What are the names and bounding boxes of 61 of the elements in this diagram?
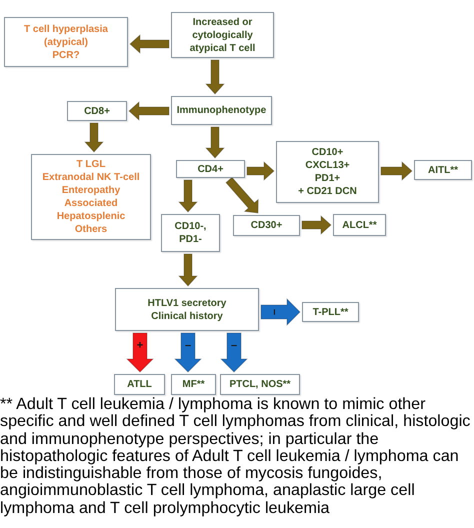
flow-box	[31, 154, 151, 240]
block-arrow	[260, 298, 301, 326]
flow-box	[4, 17, 128, 67]
flow-box	[115, 288, 259, 331]
block-arrow	[129, 34, 170, 54]
block-arrow	[380, 161, 413, 181]
box-text: T LGL	[76, 158, 106, 171]
box-text: CXCL13+	[305, 159, 350, 172]
footnote-text: ** Adult T cell leukemia / lymphoma is known to mimic other specific and well defined T cell lymphomas from clinical, histologic and immunophenotype perspectives; in particular the histopathologic features of Adult T cell leukemia / lymphoma can be indistinguishable from those of mycosis fungoides, angioimmunoblastic T cell lymphoma, anaplastic large cell lymphoma and T cell prolymphocytic leukemia	[0, 396, 472, 518]
flow-box	[161, 214, 220, 252]
block-arrow	[174, 332, 202, 373]
flow-box	[276, 141, 379, 203]
edge-label: –	[184, 340, 192, 352]
box-text: Others	[74, 223, 108, 236]
box-text: CD4+	[198, 162, 224, 176]
flow-box	[233, 215, 300, 236]
box-text: + CD21 DCN	[298, 185, 357, 198]
flow-box	[414, 160, 472, 180]
box-text: T cell hyperplasia (atypical)	[23, 22, 109, 48]
flow-box	[171, 374, 216, 395]
flow-box	[302, 302, 359, 322]
block-arrow	[128, 101, 170, 121]
box-text: Enteropathy Associated	[60, 184, 122, 210]
box-text: Hepatosplenic	[56, 210, 126, 223]
block-arrow	[220, 332, 248, 373]
block-arrow	[205, 60, 225, 95]
box-text: CD10-, PD1-	[174, 220, 208, 246]
box-text: Increased or cytologically atypical T cell	[188, 16, 256, 54]
flow-box	[67, 101, 127, 121]
box-text: ALCL**	[342, 218, 377, 232]
box-text: CD10+	[312, 146, 344, 159]
box-text: CD30+	[250, 219, 282, 232]
box-text: PD1+	[314, 172, 340, 185]
box-text: HTLV1 secretory	[148, 296, 226, 310]
edge-label: –	[268, 308, 280, 316]
box-text: PTCL, NOS**	[229, 378, 291, 391]
flow-box	[171, 12, 274, 58]
block-arrow	[126, 332, 154, 373]
block-arrow	[246, 161, 275, 181]
block-arrow	[178, 180, 198, 213]
box-text: AITL**	[428, 164, 458, 176]
box-text: PCR?	[52, 48, 80, 62]
block-arrow	[84, 122, 104, 153]
block-arrow	[302, 215, 332, 235]
flow-box	[171, 96, 272, 125]
box-text: MF**	[182, 378, 205, 391]
box-text: CD8+	[84, 104, 110, 118]
box-text: T-PLL**	[312, 306, 348, 318]
box-text: Immunophenotype	[176, 104, 266, 117]
flow-box	[114, 374, 165, 395]
edge-label: –	[230, 340, 238, 352]
box-text: ATLL	[127, 378, 152, 391]
box-text: Extranodal NK T-cell	[42, 171, 140, 184]
block-arrow	[205, 126, 225, 159]
flow-box	[220, 374, 300, 395]
flow-box	[176, 160, 245, 178]
block-arrow	[178, 254, 198, 287]
box-text: Clinical history	[151, 310, 223, 322]
flow-box	[333, 214, 386, 236]
edge-label: +	[136, 340, 144, 352]
block-arrow	[225, 176, 259, 214]
